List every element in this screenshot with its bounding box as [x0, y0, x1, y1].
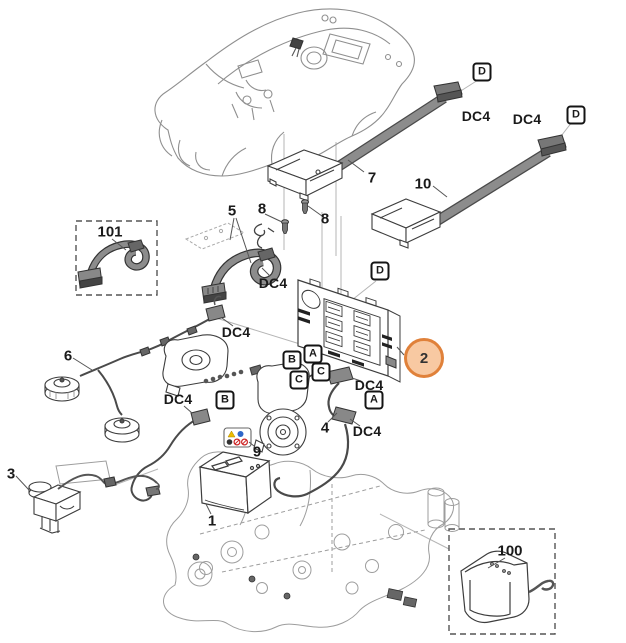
safety-label [223, 427, 252, 448]
connector-label-dc4-6: DC4 [354, 377, 384, 393]
connector-label-dc4-4: DC4 [221, 324, 251, 340]
callout-part-6: 6 [63, 347, 73, 365]
callout-part-101: 101 [97, 223, 123, 241]
callout-part-4: 4 [320, 419, 330, 437]
switch-assembly-3 [28, 473, 160, 534]
no-touch-icon [233, 438, 241, 446]
callout-part-7: 7 [367, 169, 377, 187]
wiring-harness-6 [44, 295, 226, 502]
connector-label-dc4-3: DC4 [258, 275, 288, 291]
mower-top-outline [154, 8, 415, 177]
control-module-10 [370, 198, 442, 249]
callout-part-10: 10 [414, 175, 432, 193]
callout-part-100: 100 [497, 542, 523, 560]
ribbon-cable-10 [429, 134, 567, 229]
info-circle-icon [237, 431, 244, 437]
slot-label-b-2: B [215, 390, 235, 410]
callout-part-1: 1 [207, 512, 217, 530]
callout-part-9: 9 [252, 443, 262, 461]
callout-part-3: 3 [6, 465, 16, 483]
battery-pack [198, 451, 272, 515]
slot-label-c-2: C [311, 362, 331, 382]
slot-label-c-1: C [289, 370, 309, 390]
ribbon-cable-7 [327, 81, 463, 177]
callout-part-5: 5 [227, 202, 237, 220]
warning-triangle-icon [227, 430, 236, 438]
selected-part-number: 2 [419, 349, 429, 367]
slot-label-b-1: B [282, 350, 302, 370]
cable-4 [273, 366, 357, 498]
accessory-box-101 [75, 220, 158, 296]
slot-label-d-1: D [472, 62, 492, 82]
screws-8 [253, 199, 309, 249]
chassis-screws [192, 553, 418, 608]
slot-label-d-2: D [566, 105, 586, 125]
callout-part-8-left: 8 [257, 200, 267, 218]
connector-label-dc4-1: DC4 [461, 108, 491, 124]
callout-part-8-right: 8 [320, 210, 330, 228]
selected-part-hotspot[interactable]: 2 [404, 338, 444, 378]
mounting-plate [184, 222, 246, 250]
slot-label-a-1: A [303, 344, 323, 364]
gearbox-left [162, 334, 263, 397]
connector-label-dc4-7: DC4 [352, 423, 382, 439]
slot-label-d-3: D [370, 261, 390, 281]
connector-label-dc4-5: DC4 [163, 391, 193, 407]
slot-label-a-2: A [364, 390, 384, 410]
control-module-7 [266, 149, 344, 202]
keep-away-icon [241, 438, 249, 446]
connector-label-dc4-2: DC4 [512, 111, 542, 127]
accessory-box-100 [448, 528, 556, 635]
read-manual-icon [226, 439, 233, 445]
callout-leader-lines [15, 159, 506, 569]
